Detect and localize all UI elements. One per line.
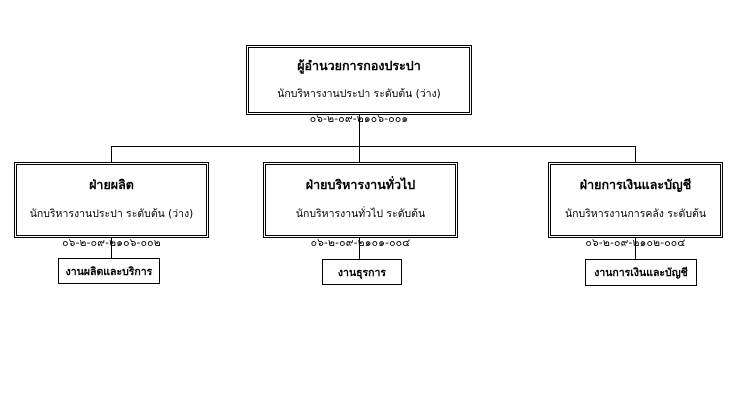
connector-production-unit [111, 238, 112, 258]
division-title: ฝ่ายบริหารงานทั่วไป [305, 177, 416, 192]
division-position: นักบริหารงานทั่วไป ระดับต้น [295, 208, 426, 220]
connector-horizontal [111, 146, 636, 147]
unit-box-administration: งานธุรการ [322, 259, 402, 285]
connector-general-admin-unit [359, 238, 360, 259]
director-position: นักบริหารงานประปา ระดับต้น (ว่าง) [277, 88, 441, 100]
division-code: ๐๖-๒-๐๙-๒๑๐๒-๐๐๔ [585, 237, 686, 249]
connector-to-finance [635, 146, 636, 162]
director-box: ผู้อำนวยการกองประปา นักบริหารงานประปา ระ… [246, 45, 472, 125]
connector-to-general-admin [359, 146, 360, 162]
connector-finance-unit [635, 238, 636, 259]
division-position: นักบริหารงานประปา ระดับต้น (ว่าง) [29, 208, 194, 220]
connector-to-production [111, 146, 112, 162]
director-title: ผู้อำนวยการกองประปา [297, 58, 421, 73]
division-code: ๐๖-๒-๐๙-๒๑๐๖-๐๐๒ [62, 237, 161, 249]
division-box-general-admin: ฝ่ายบริหารงานทั่วไป นักบริหารงานทั่วไป ร… [263, 162, 458, 249]
division-title: ฝ่ายการเงินและบัญชี [579, 177, 692, 192]
division-title: ฝ่ายผลิต [89, 177, 134, 192]
division-box-finance: ฝ่ายการเงินและบัญชี นักบริหารงานการคลัง … [548, 162, 723, 249]
unit-box-production-service: งานผลิตและบริการ [58, 258, 160, 284]
division-box-production: ฝ่ายผลิต นักบริหารงานประปา ระดับต้น (ว่า… [14, 162, 209, 249]
director-code: ๐๖-๒-๐๙-๒๑๐๖-๐๐๑ [309, 113, 409, 125]
division-position: นักบริหารงานการคลัง ระดับต้น [564, 208, 707, 220]
connector-top-down [359, 115, 360, 146]
division-code: ๐๖-๒-๐๙-๒๑๐๑-๐๐๔ [310, 237, 411, 249]
unit-box-finance-accounting: งานการเงินและบัญชี [585, 259, 697, 286]
